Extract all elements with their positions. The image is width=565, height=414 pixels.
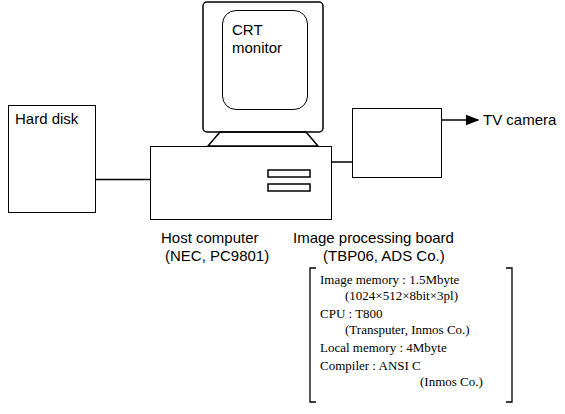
computer-box: Host computer(NEC, PC9801) <box>150 146 332 220</box>
cable-line <box>332 161 352 163</box>
spec-line: Local memory : 4Mbyte <box>320 340 447 355</box>
monitor-stand <box>208 132 318 146</box>
box-subtitle: (TBP06, ADS Co.) <box>323 247 445 265</box>
drive-slot <box>268 184 310 191</box>
box-subtitle: (NEC, PC9801) <box>165 247 269 265</box>
spec-line: Compiler : ANSI C <box>320 358 421 373</box>
spec-line: (Transputer, Inmos Co.) <box>345 322 470 337</box>
device-label: TV camera <box>483 111 556 129</box>
box-title: CRT monitor <box>232 21 298 57</box>
spec-line: Image memory : 1.5Mbyte <box>320 272 459 287</box>
spec-line: CPU : T800 <box>320 306 383 321</box>
board-box: Image processing board(TBP06, ADS Co.) <box>352 108 442 178</box>
storage-box: Hard disk <box>8 105 96 213</box>
spec-line: (Inmos Co.) <box>420 374 483 389</box>
box-title: Host computer <box>161 229 259 247</box>
bracket <box>310 268 316 402</box>
box-title: Hard disk <box>15 110 78 128</box>
camera-arrow <box>442 119 478 121</box>
bracket <box>506 268 512 402</box>
monitor-housing <box>203 2 323 132</box>
box-title: Image processing board <box>293 229 454 247</box>
spec-line: (1024×512×8bit×3pl) <box>345 288 458 303</box>
monitor-screen: CRT monitor <box>222 10 308 110</box>
cable-line <box>96 179 150 181</box>
drive-slot <box>268 170 310 177</box>
